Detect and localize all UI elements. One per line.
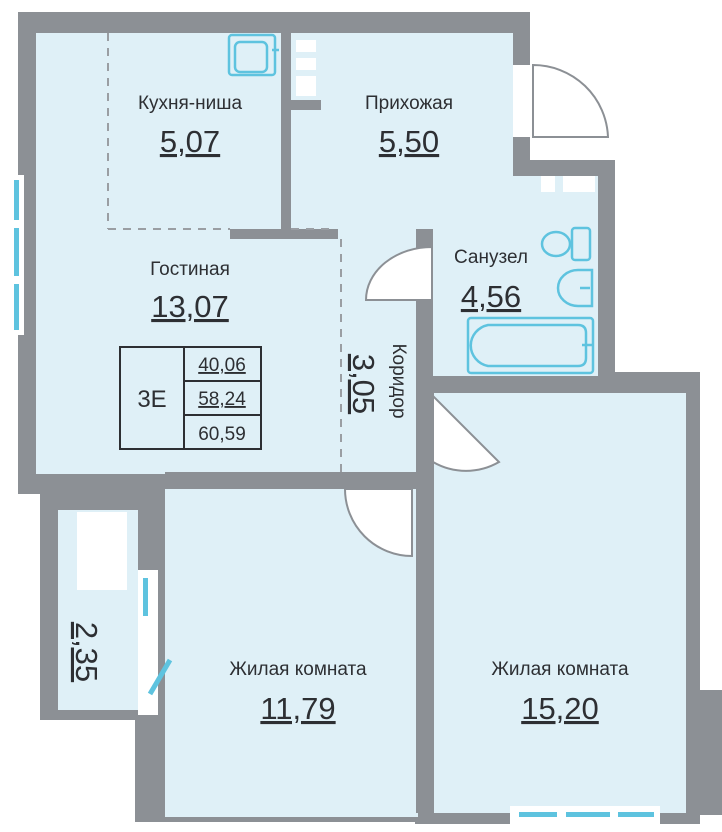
door-swing-icon bbox=[343, 488, 413, 558]
kitchen-name: Кухня-ниша bbox=[138, 93, 243, 114]
bathtub-icon bbox=[466, 316, 595, 375]
sink-icon bbox=[227, 33, 279, 77]
bathroom-area: 4,56 bbox=[461, 279, 521, 314]
window-icon bbox=[566, 812, 610, 817]
door-swing-icon bbox=[532, 63, 610, 138]
living-room-area: 13,07 bbox=[151, 289, 229, 324]
kitchen-area: 5,07 bbox=[160, 124, 220, 159]
toilet-icon bbox=[540, 226, 592, 262]
living-area-value: 40,06 bbox=[198, 355, 246, 376]
window-icon bbox=[14, 284, 19, 330]
partitions bbox=[138, 33, 686, 813]
bathroom-name: Санузел bbox=[454, 247, 528, 268]
door-swing-icon bbox=[432, 393, 501, 472]
bedroom2-name: Жилая комната bbox=[491, 659, 629, 680]
bedroom1-name: Жилая комната bbox=[229, 659, 367, 680]
window-icon bbox=[14, 180, 19, 220]
door-swing-icon bbox=[364, 245, 433, 301]
window-icon bbox=[147, 658, 173, 696]
corridor-name: Коридор bbox=[388, 343, 409, 418]
total-area-value: 58,24 bbox=[198, 389, 246, 410]
bedroom2-area: 15,20 bbox=[521, 691, 599, 726]
shaft-squares bbox=[77, 40, 595, 590]
hallway-name: Прихожая bbox=[365, 93, 453, 114]
window-icon bbox=[519, 812, 557, 817]
room-labels: Кухня-ниша 5,07 Прихожая 5,50 Гостиная 1… bbox=[69, 93, 629, 726]
doors bbox=[343, 63, 610, 558]
bedroom1-area: 11,79 bbox=[260, 691, 335, 726]
corridor-area: 3,05 bbox=[346, 354, 381, 414]
windows bbox=[10, 65, 660, 824]
dashed-boundaries bbox=[107, 33, 342, 475]
room-fills bbox=[36, 33, 686, 817]
window-icon bbox=[14, 228, 19, 276]
balcony-area: 2,35 bbox=[69, 622, 104, 682]
hallway-area: 5,50 bbox=[379, 124, 439, 159]
apartment-code: 3Е bbox=[137, 386, 166, 413]
window-icon bbox=[143, 578, 148, 616]
area-summary-table: 3Е 40,06 58,24 60,59 bbox=[119, 346, 262, 450]
total-with-balcony-value: 60,59 bbox=[198, 424, 246, 445]
washbasin-icon bbox=[556, 268, 594, 308]
window-icon bbox=[513, 65, 533, 137]
window-icon bbox=[618, 812, 654, 817]
living-room-name: Гостиная bbox=[150, 259, 230, 280]
